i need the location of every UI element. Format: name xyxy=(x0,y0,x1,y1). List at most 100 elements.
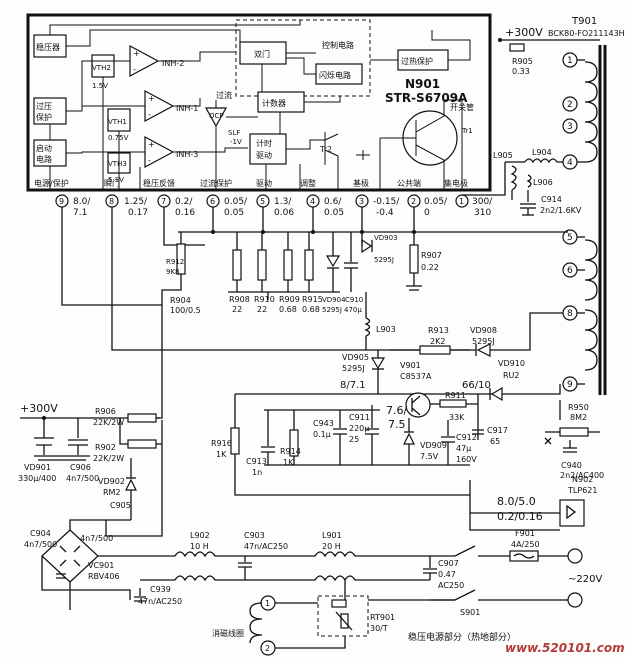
svg-text:1.3/: 1.3/ xyxy=(274,197,292,207)
svg-text:0: 0 xyxy=(424,208,430,218)
slf-label: SLF xyxy=(228,129,240,137)
svg-text:R908: R908 xyxy=(229,295,250,304)
svg-text:10 H: 10 H xyxy=(190,542,209,551)
svg-text:INH-3: INH-3 xyxy=(176,150,198,159)
svg-text:100/0.5: 100/0.5 xyxy=(170,306,201,315)
svg-text:9: 9 xyxy=(59,197,64,206)
ocp-box-label: OCP xyxy=(209,112,224,120)
top-supply: +300V xyxy=(505,26,543,39)
svg-text:基极: 基极 xyxy=(353,178,369,188)
overvoltage-label-a: 过压 xyxy=(36,101,52,111)
svg-text:RBV406: RBV406 xyxy=(88,572,120,581)
t901-model: BCK80-FO211143H xyxy=(548,29,625,38)
ac-terminal-b xyxy=(567,592,583,608)
svg-text:RT901: RT901 xyxy=(370,613,395,622)
svg-text:R910: R910 xyxy=(254,295,275,304)
r906 xyxy=(127,413,157,423)
svg-text:RU2: RU2 xyxy=(503,371,520,380)
svg-text:消磁线圈: 消磁线圈 xyxy=(212,628,244,638)
ic-pins: 9 8 7 6 5 4 3 2 1 xyxy=(55,194,469,208)
svg-text:33K: 33K xyxy=(449,413,465,422)
watermark: www.520101.com xyxy=(505,641,625,655)
svg-text:R905: R905 xyxy=(512,57,533,66)
startup-label-a: 启动 xyxy=(36,143,52,153)
svg-text:驱动: 驱动 xyxy=(256,178,272,188)
svg-text:9: 9 xyxy=(567,380,573,390)
svg-text:0.05/: 0.05/ xyxy=(424,197,448,207)
svg-text:5295J: 5295J xyxy=(342,364,365,373)
svg-text:7.5: 7.5 xyxy=(388,418,406,431)
svg-text:0.6/: 0.6/ xyxy=(324,197,342,207)
svg-text:0.68: 0.68 xyxy=(302,305,320,314)
svg-text:V901: V901 xyxy=(400,361,421,370)
winding-pins: 1 2 3 4 5 6 8 9 xyxy=(562,52,578,392)
comparator-vth1: +- VTH1 0.75V INH-1 xyxy=(107,89,198,142)
svg-text:4n7/500: 4n7/500 xyxy=(80,534,113,543)
svg-text:R916: R916 xyxy=(211,439,232,448)
svg-text:47n/AC250: 47n/AC250 xyxy=(244,542,288,551)
zener-vd904 xyxy=(325,232,341,292)
svg-text:-: - xyxy=(148,156,151,165)
svg-text:+: + xyxy=(148,140,155,149)
startup-label-b: 电路 xyxy=(36,154,52,164)
svg-text:20 H: 20 H xyxy=(322,542,341,551)
r913 xyxy=(419,345,451,355)
thermistor-rt901 xyxy=(317,595,369,637)
vd909 xyxy=(403,432,415,445)
svg-text:R915: R915 xyxy=(302,295,323,304)
svg-text:0.2/0.16: 0.2/0.16 xyxy=(497,510,543,523)
svg-text:0.05: 0.05 xyxy=(324,208,344,218)
svg-text:VTH1: VTH1 xyxy=(108,118,127,126)
svg-text:VD910: VD910 xyxy=(498,359,525,368)
switch-ref: Tr1 xyxy=(461,127,473,135)
svg-text:22K/2W: 22K/2W xyxy=(93,454,124,463)
control-label: 控制电路 xyxy=(322,40,354,50)
zener-vd903 xyxy=(361,232,373,254)
svg-text:AC250: AC250 xyxy=(438,581,464,590)
svg-text:0.75V: 0.75V xyxy=(108,134,129,142)
svg-text:-0.15/: -0.15/ xyxy=(373,197,400,207)
overvoltage-label-b: 保护 xyxy=(36,112,52,122)
svg-text:4: 4 xyxy=(567,158,573,168)
regulator-label: 稳压器 xyxy=(36,42,60,52)
svg-text:C903: C903 xyxy=(244,531,265,540)
thermal-label: 过热保护 xyxy=(401,56,433,66)
counter-label: 计数器 xyxy=(262,98,286,108)
svg-text:L901: L901 xyxy=(322,531,342,540)
svg-text:C912: C912 xyxy=(456,433,477,442)
svg-text:1K: 1K xyxy=(283,458,294,467)
r916 xyxy=(230,427,240,455)
svg-text:-: - xyxy=(148,110,151,119)
r911 xyxy=(439,399,467,408)
svg-text:47n/AC250: 47n/AC250 xyxy=(138,597,182,606)
svg-text:R909: R909 xyxy=(279,295,300,304)
svg-text:-: - xyxy=(133,65,136,74)
svg-text:8.0/: 8.0/ xyxy=(73,197,91,207)
latch-label: 双门 xyxy=(254,49,270,59)
svg-text:~220V: ~220V xyxy=(568,574,602,585)
resistor-r910 xyxy=(257,232,267,292)
svg-text:0.17: 0.17 xyxy=(128,208,148,218)
svg-text:5295J: 5295J xyxy=(472,337,495,346)
svg-text:S901: S901 xyxy=(460,608,480,617)
svg-text:8: 8 xyxy=(109,197,114,206)
svg-text:4A/250: 4A/250 xyxy=(511,540,540,549)
svg-text:C943: C943 xyxy=(313,419,334,428)
svg-text:1: 1 xyxy=(265,599,270,608)
svg-text:RM2: RM2 xyxy=(103,488,121,497)
svg-text:8/7.1: 8/7.1 xyxy=(340,380,366,391)
r905 xyxy=(509,43,525,52)
svg-text:C914: C914 xyxy=(541,195,562,204)
svg-text:C905: C905 xyxy=(110,501,131,510)
svg-text:VTH2: VTH2 xyxy=(92,64,111,72)
svg-text:2: 2 xyxy=(265,644,270,653)
svg-text:VD902: VD902 xyxy=(98,477,125,486)
svg-text:22K/2W: 22K/2W xyxy=(93,418,124,427)
vd910 xyxy=(490,386,503,402)
svg-text:VD903: VD903 xyxy=(374,234,398,242)
svg-text:R907: R907 xyxy=(421,251,442,260)
left-supply: +300V xyxy=(20,402,58,415)
svg-text:电源/保护: 电源/保护 xyxy=(34,178,69,188)
svg-text:8M2: 8M2 xyxy=(570,413,587,422)
svg-text:集电极: 集电极 xyxy=(444,178,468,188)
